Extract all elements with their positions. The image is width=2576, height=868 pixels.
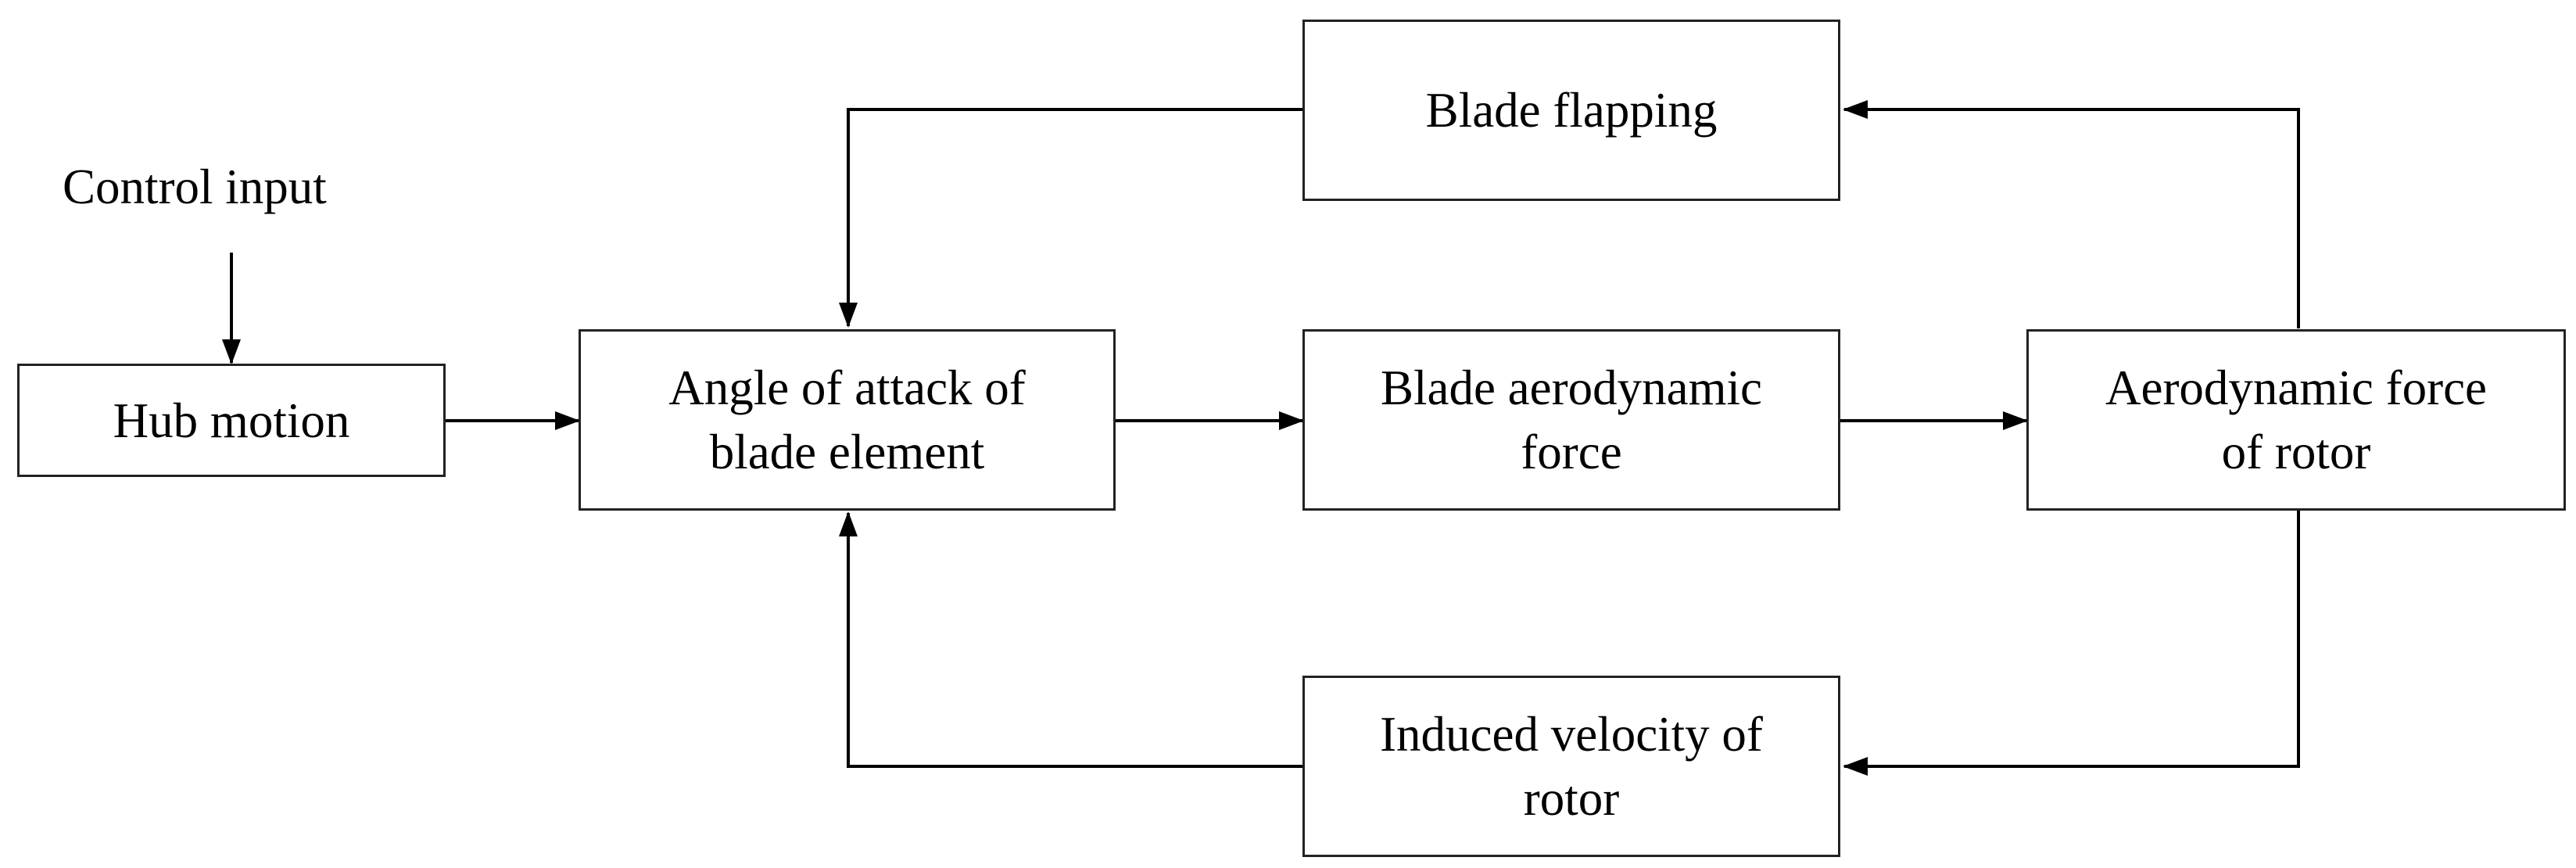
hub-motion-label: Hub motion bbox=[113, 393, 350, 448]
blade-aero-force-label: Blade aerodynamic force bbox=[1380, 360, 1763, 479]
angle-of-attack-block: Angle of attack of blade element bbox=[579, 329, 1116, 511]
control-input-label: Control input bbox=[63, 160, 327, 214]
blade-aero-force-block: Blade aerodynamic force bbox=[1302, 329, 1840, 511]
rotor-aero-force-block: Aerodynamic force of rotor bbox=[2026, 329, 2566, 511]
rotor-aero-force-label: Aerodynamic force of rotor bbox=[2105, 360, 2487, 479]
induced-velocity-block: Induced velocity of rotor bbox=[1302, 676, 1840, 857]
blade-flapping-block: Blade flapping bbox=[1302, 20, 1840, 201]
induced-velocity-label: Induced velocity of rotor bbox=[1380, 707, 1763, 826]
arrow-rotor-aero-force-to-blade-flapping bbox=[1843, 100, 2300, 328]
blade-flapping-label: Blade flapping bbox=[1425, 83, 1718, 138]
angle-of-attack-label: Angle of attack of blade element bbox=[668, 360, 1026, 479]
arrow-induced-velocity-to-angle-of-attack bbox=[839, 511, 1302, 768]
hub-motion-block: Hub motion bbox=[17, 364, 446, 477]
arrow-rotor-aero-force-to-induced-velocity bbox=[1843, 511, 2300, 776]
arrow-blade-flapping-to-angle-of-attack bbox=[839, 108, 1302, 328]
